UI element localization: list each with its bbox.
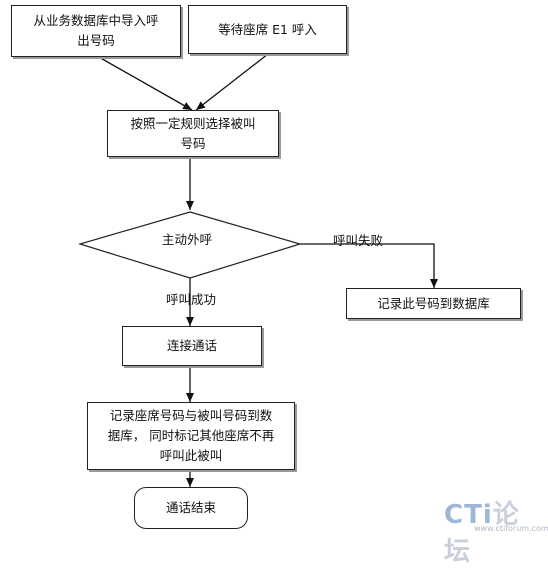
edge-wait-to-select [195,53,269,111]
node-import-numbers: 从业务数据库中导入呼 出号码 [11,5,181,57]
decision-diamond [77,211,303,279]
edge-label-call-success: 呼叫成功 [166,292,217,307]
node-record-agent: 记录座席号码与被叫号码到数 据库， 同时标记其他座席不再 呼叫此被叫 [87,402,295,470]
node-call-end: 通话结束 [134,487,248,529]
decision-label: 主动外呼 [162,232,213,247]
edge-decision-to-record-failed [300,243,438,288]
connectors [77,53,438,487]
flowchart: 从业务数据库中导入呼 出号码 等待座席 E1 呼入 按照一定规则选择被叫 号码 … [11,5,548,567]
edge-import-to-select [96,55,193,111]
node-record-failed: 记录此号码到数据库 [346,288,521,319]
watermark-site: www.ctiforum.com [474,524,548,533]
node-connect-call: 连接通话 [122,326,262,366]
node-wait-agent: 等待座席 E1 呼入 [188,5,347,54]
node-select-number: 按照一定规则选择被叫 号码 [107,110,279,157]
watermark-brand-cti: CTi [444,500,493,530]
watermark-logo: CTi论坛 www.ctiforum.com [444,494,548,567]
edge-label-call-failed: 呼叫失败 [333,233,384,248]
